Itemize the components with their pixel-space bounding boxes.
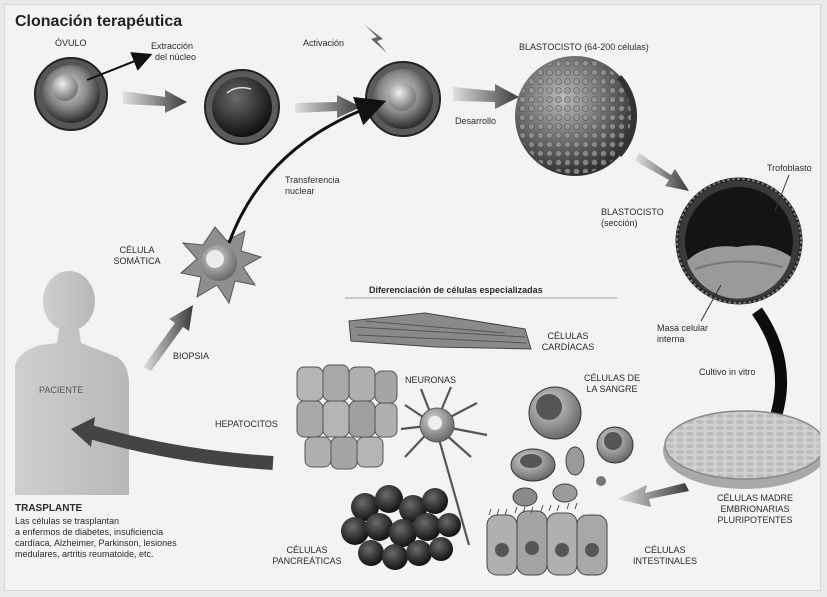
enucleated-egg: [205, 70, 279, 144]
label-pancreaticas-1: CÉLULAS: [267, 545, 347, 556]
trasplante-line-1: Las células se trasplantan: [15, 516, 119, 527]
paciente-silhouette: [15, 271, 129, 495]
cultivo-arrow: [757, 311, 781, 425]
celulas-sangre: [511, 387, 633, 506]
ovulo-cell: [35, 58, 107, 130]
label-sangre-2: LA SANGRE: [577, 384, 647, 395]
label-madre-2: EMBRIONARIAS: [705, 504, 805, 515]
label-sangre-1: CÉLULAS DE: [577, 373, 647, 384]
trasplante-line-3: cardíaca, Alzheimer, Parkinson, lesiones: [15, 538, 177, 549]
label-madre-1: CÉLULAS MADRE: [705, 493, 805, 504]
label-trofoblasto: Trofoblasto: [767, 163, 812, 174]
celulas-cardiacas: [349, 313, 531, 349]
celulas-intestinales: [487, 503, 607, 575]
label-transferencia-1: Transferencia: [285, 175, 340, 186]
label-neuronas: NEURONAS: [405, 375, 456, 386]
label-cultivo: Cultivo in vitro: [699, 367, 756, 378]
flow-arrow-1: [123, 90, 187, 113]
petri-dish: [663, 411, 821, 489]
label-paciente: PACIENTE: [39, 385, 83, 396]
diagram-frame: Clonación terapéutica ÓVULO Extracción d…: [4, 4, 821, 591]
label-extraccion-2: del núcleo: [155, 52, 196, 63]
diagram-title: Clonación terapéutica: [15, 13, 182, 31]
diagram-artwork: [5, 5, 821, 591]
label-activacion: Activación: [303, 38, 344, 49]
flow-arrow-4: [635, 153, 689, 191]
label-intestinales-1: CÉLULAS: [625, 545, 705, 556]
label-cardiacas-2: CARDÍACAS: [533, 342, 603, 353]
label-celula-somatica-1: CÉLULA: [107, 245, 167, 256]
label-intestinales-2: INTESTINALES: [625, 556, 705, 567]
label-masa-2: interna: [657, 334, 685, 345]
blastocisto-seccion: [677, 179, 801, 303]
hepatocitos: [297, 365, 397, 469]
label-madre-3: PLURIPOTENTES: [705, 515, 805, 526]
label-diferenciacion: Diferenciación de células especializadas: [369, 285, 543, 296]
label-masa-1: Masa celular: [657, 323, 708, 334]
trasplante-line-4: medulares, artritis reumatoide, etc.: [15, 549, 154, 560]
trasplante-line-2: a enfermos de diabetes, insuficiencia: [15, 527, 163, 538]
flow-arrow-5: [617, 483, 689, 507]
label-blastocisto-seccion-2: (sección): [601, 218, 638, 229]
label-cardiacas-1: CÉLULAS: [533, 331, 603, 342]
activated-egg: [366, 62, 440, 136]
label-blastocisto-top: BLASTOCISTO (64-200 células): [519, 42, 649, 53]
label-celula-somatica-2: SOMÁTICA: [107, 256, 167, 267]
label-pancreaticas-2: PANCREÁTICAS: [267, 556, 347, 567]
label-biopsia: BIOPSIA: [173, 351, 209, 362]
celulas-pancreaticas: [341, 485, 461, 570]
blastocisto-sphere: [515, 56, 635, 176]
celula-somatica: [181, 227, 261, 303]
label-extraccion-1: Extracción: [151, 41, 193, 52]
label-hepatocitos: HEPATOCITOS: [215, 419, 278, 430]
label-ovulo: ÓVULO: [55, 38, 87, 49]
trasplante-heading: TRASPLANTE: [15, 503, 82, 514]
lightning-icon: [365, 25, 387, 53]
label-desarrollo: Desarrollo: [455, 116, 496, 127]
label-transferencia-2: nuclear: [285, 186, 315, 197]
flow-arrow-3: [453, 84, 519, 109]
label-blastocisto-seccion-1: BLASTOCISTO: [601, 207, 664, 218]
